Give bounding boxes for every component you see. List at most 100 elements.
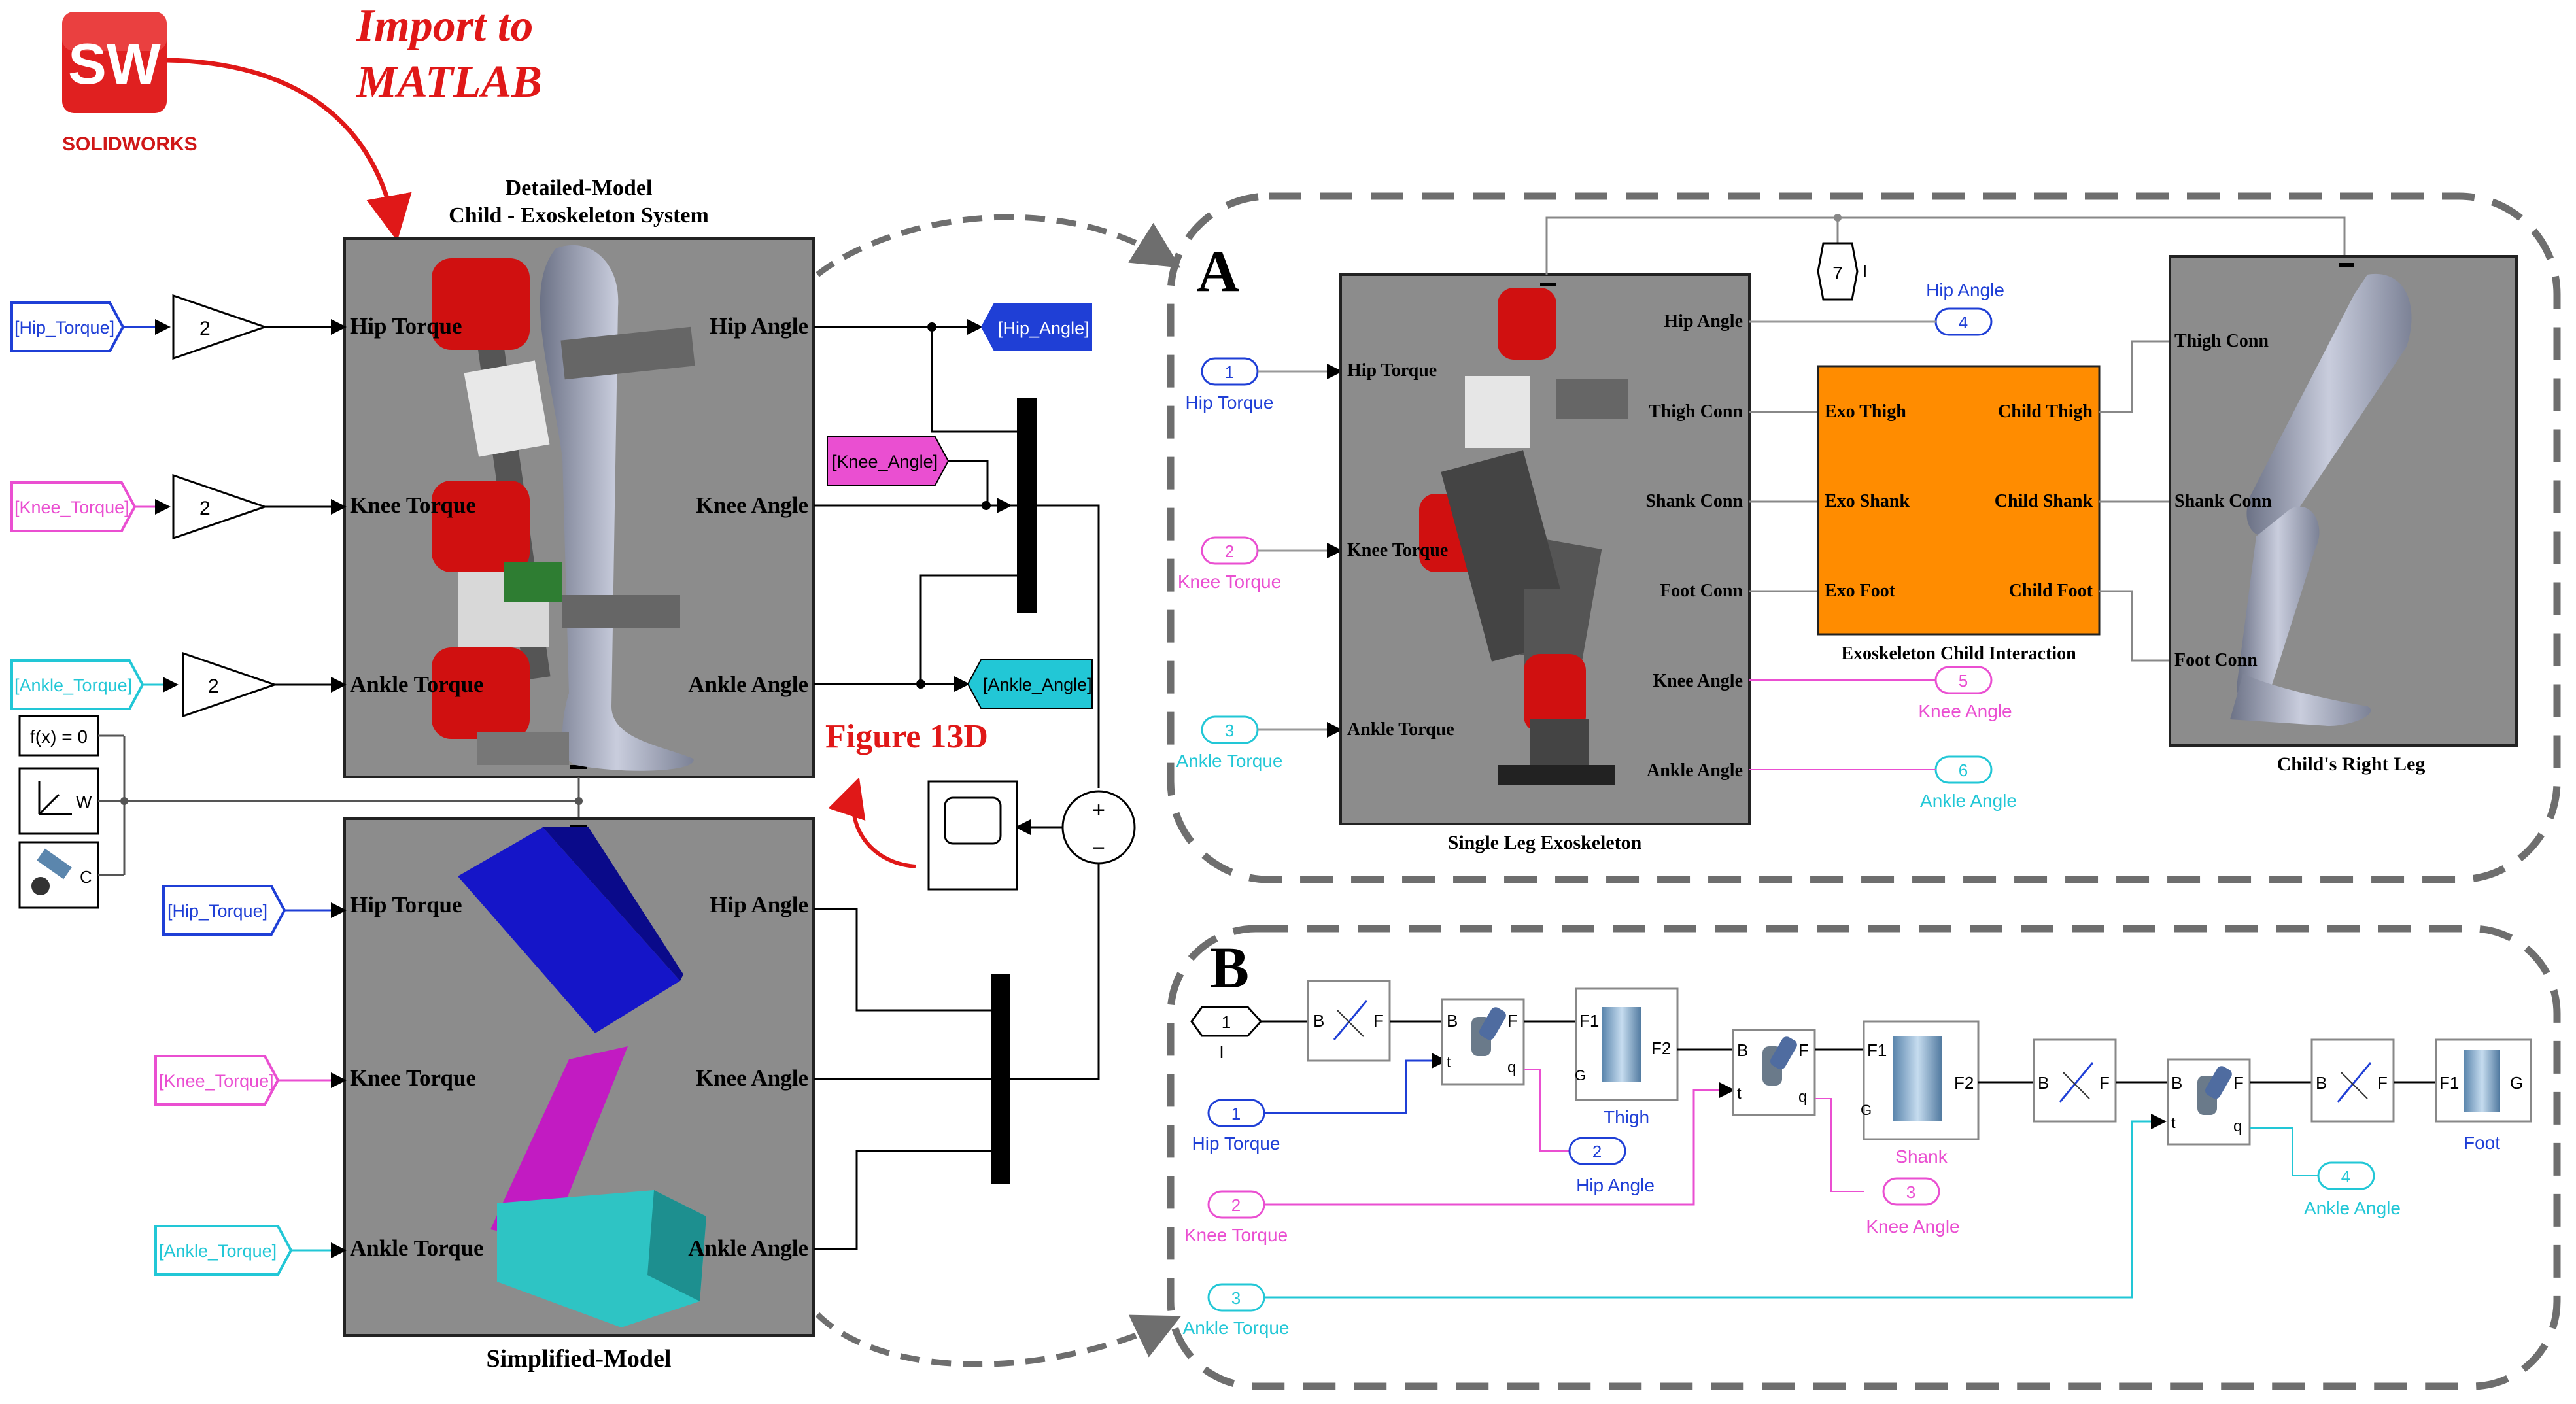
svg-text:f(x) = 0: f(x) = 0 [30,727,88,747]
gain-knee[interactable]: 2 [172,473,268,540]
svg-text:F: F [2099,1073,2110,1093]
svg-text:t: t [2171,1114,2176,1132]
a-exoskeleton-render [1419,288,1628,785]
a-inport-3[interactable]: 3 [1201,715,1259,744]
svg-text:[Ankle_Angle]: [Ankle_Angle] [983,675,1092,694]
from-ankle-torque[interactable]: [Ankle_Torque] [10,659,145,710]
gain-hip[interactable]: 2 [172,294,268,360]
b-thigh-solid[interactable]: F1 F2 G [1575,987,1679,1101]
goto-hip-angle[interactable]: [Hip_Angle] [981,303,1092,351]
a-leg-foot-conn: Foot Conn [2174,650,2258,670]
b-foot-solid[interactable]: F1 G [2435,1038,2532,1123]
svg-text:G: G [1575,1067,1586,1084]
a-outport-4[interactable]: 4 [1934,307,1993,336]
svg-text:C: C [80,867,92,887]
solver-config-block[interactable]: f(x) = 0 [18,715,99,757]
b-conn-port-1[interactable]: 1 [1190,1006,1263,1037]
svg-text:[Ankle_Torque]: [Ankle_Torque] [159,1241,277,1261]
simplified-title: Simplified-Model [487,1345,672,1373]
b-revolute-ankle[interactable]: B F t q [2167,1058,2251,1146]
simplified-port-ankle-torque: Ankle Torque [350,1235,484,1261]
svg-text:[Hip_Torque]: [Hip_Torque] [167,901,267,921]
svg-text:B: B [1447,1011,1458,1031]
mux-detailed[interactable] [1017,398,1037,613]
b-thigh-label: Thigh [1604,1107,1649,1127]
a-outport-6[interactable]: 6 [1934,755,1993,784]
a-inport-3-label: Ankle Torque [1176,751,1283,771]
b-transform-2[interactable]: B F [2033,1038,2117,1123]
svg-text:3: 3 [1906,1182,1915,1202]
svg-text:q: q [1507,1059,1516,1076]
from-hip-torque-2[interactable]: [Hip_Torque] [162,885,286,936]
a-interaction-block[interactable] [1817,365,2101,636]
goto-knee-angle[interactable]: [Knee_Angle] [827,436,950,486]
mechanism-config-block[interactable]: C [18,841,99,909]
a-conn-port-7[interactable]: 7 [1817,242,1859,301]
svg-text:2: 2 [1225,541,1234,561]
a-inport-1[interactable]: 1 [1201,357,1259,386]
b-outport-2[interactable]: 2 [1568,1137,1626,1165]
a-exo-out-thigh-conn: Thigh Conn [1649,402,1743,422]
svg-text:3: 3 [1225,721,1234,740]
a-inter-child-shank: Child Shank [1995,491,2093,511]
a-outport-5[interactable]: 5 [1934,666,1993,694]
from-knee-torque[interactable]: [Knee_Torque] [10,481,137,532]
svg-text:[Hip_Torque]: [Hip_Torque] [14,318,114,337]
detailed-port-knee-torque: Knee Torque [350,492,476,518]
svg-text:q: q [2233,1118,2242,1135]
svg-text:[Knee_Torque]: [Knee_Torque] [159,1071,274,1091]
simplified-model-render [458,827,706,1327]
import-arrow [166,58,412,241]
from-knee-torque-2[interactable]: [Knee_Torque] [154,1055,280,1106]
detailed-port-ankle-torque: Ankle Torque [350,672,484,697]
svg-text:B: B [1737,1040,1748,1060]
gain-ankle[interactable]: 2 [182,651,278,718]
goto-ankle-angle[interactable]: [Ankle_Angle] [967,659,1093,709]
simplified-port-knee-torque: Knee Torque [350,1065,476,1091]
svg-text:t: t [1447,1053,1451,1071]
b-transform-3[interactable]: B F [2310,1038,2395,1123]
svg-text:1: 1 [1222,1012,1231,1032]
a-inport-2[interactable]: 2 [1201,536,1259,565]
svg-text:F1: F1 [1867,1040,1887,1060]
b-revolute-hip[interactable]: B F t q [1441,998,1525,1086]
svg-text:[Hip_Angle]: [Hip_Angle] [998,318,1090,338]
a-leg-shank-conn: Shank Conn [2174,491,2272,511]
a-outport-4-label: Hip Angle [1926,280,2004,300]
svg-text:[Knee_Torque]: [Knee_Torque] [14,498,129,517]
svg-text:F: F [2377,1073,2388,1093]
a-inter-child-foot: Child Foot [2009,581,2093,601]
mux-simplified[interactable] [991,974,1010,1184]
b-inport-3[interactable]: 3 [1207,1283,1265,1312]
world-frame-block[interactable]: W [18,767,99,835]
b-revolute-knee[interactable]: B F t q [1732,1029,1816,1116]
b-outport-3[interactable]: 3 [1882,1177,1940,1206]
a-outport-6-label: Ankle Angle [1920,791,2017,811]
scope-block[interactable] [927,780,1018,891]
b-inport-1[interactable]: 1 [1207,1099,1265,1127]
a-inport-2-label: Knee Torque [1178,572,1281,592]
a-inter-exo-thigh: Exo Thigh [1825,402,1906,422]
b-shank-solid[interactable]: F1 F2 G [1861,1020,1980,1140]
a-inter-exo-shank: Exo Shank [1825,491,1910,511]
svg-text:B: B [1313,1011,1324,1031]
from-hip-torque[interactable]: [Hip_Torque] [10,301,125,352]
detailed-port-ankle-angle: Ankle Angle [688,672,808,697]
b-outport-4-label: Ankle Angle [2304,1198,2401,1218]
sum-block[interactable]: + − [1061,790,1136,865]
detailed-model-render [432,245,695,771]
from-ankle-torque-2[interactable]: [Ankle_Torque] [154,1225,293,1276]
svg-text:F: F [1373,1011,1384,1031]
b-inport-2[interactable]: 2 [1207,1190,1265,1219]
b-transform-1[interactable]: B F [1307,980,1391,1062]
a-exo-in-ankle: Ankle Torque [1347,719,1454,740]
b-outport-4[interactable]: 4 [2317,1161,2375,1190]
a-child-leg-block[interactable] [2169,255,2518,747]
a-inter-caption: Exoskeleton Child Interaction [1841,643,2076,664]
detailed-title-line1: Detailed-Model [506,176,653,200]
svg-text:−: − [1092,836,1105,861]
panel-a-label: A [1197,239,1239,304]
detailed-port-hip-torque: Hip Torque [350,313,462,339]
detailed-port-knee-angle: Knee Angle [696,492,808,518]
svg-text:1: 1 [1225,362,1234,382]
